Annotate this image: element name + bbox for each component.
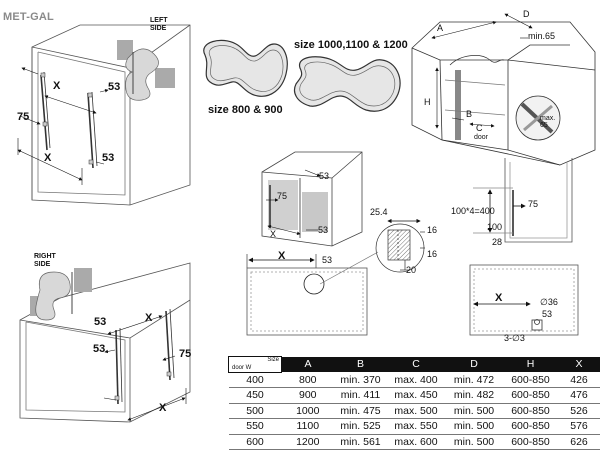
column-header-c: C (387, 357, 445, 373)
cell-c: max. 550 (387, 419, 445, 435)
dim-h-label: H (424, 98, 431, 107)
dim-x-label: X (278, 251, 285, 262)
table-row: 600 1200 min. 561 max. 600 min. 500 600-… (229, 434, 600, 450)
dim-x-label: X (53, 81, 60, 92)
dim-53-label: 53 (319, 172, 329, 181)
table-row: 500 1000 min. 475 max. 500 min. 500 600-… (229, 403, 600, 419)
dim-d36-label: ∅36 (540, 298, 558, 307)
cabinet-left-drawing (32, 25, 190, 205)
cell-door: 500 (229, 403, 282, 419)
shelf-small-drawing (204, 40, 288, 96)
table-row: 450 900 min. 411 max. 450 min. 482 600-8… (229, 388, 600, 404)
cell-x: 576 (558, 419, 600, 435)
cell-c: max. 500 (387, 403, 445, 419)
column-header-b: B (334, 357, 387, 373)
cell-door: 400 (229, 372, 282, 388)
column-header-h: H (503, 357, 558, 373)
column-header-x: X (558, 357, 600, 373)
cell-d: min. 500 (445, 419, 503, 435)
cell-d: min. 472 (445, 372, 503, 388)
dim-100-label: 100 (487, 223, 502, 232)
cell-c: max. 450 (387, 388, 445, 404)
dim-3d3-label: 3-∅3 (504, 334, 525, 343)
dim-53-label: 53 (93, 344, 105, 355)
cell-x: 426 (558, 372, 600, 388)
plan-bottom-drawing (470, 265, 578, 335)
dim-25-4-label: 25.4 (370, 208, 388, 217)
cell-d: min. 482 (445, 388, 503, 404)
cell-b: min. 561 (334, 434, 387, 450)
cell-door: 600 (229, 434, 282, 450)
size-small-label: size 800 & 900 (208, 105, 283, 116)
brand-logo: MET-GAL (3, 11, 54, 23)
dim-53-label: 53 (102, 153, 114, 164)
corner-cabinet-drawing (412, 22, 595, 165)
cell-door: 450 (229, 388, 282, 404)
table-header-row: Size door W A B C D H X (229, 357, 600, 373)
dim-53-label: 53 (318, 226, 328, 235)
table-row: 400 800 min. 370 max. 400 min. 472 600-8… (229, 372, 600, 388)
cell-b: min. 411 (334, 388, 387, 404)
dim-75-label: 75 (179, 349, 191, 360)
left-side-label: LEFT SIDE (150, 17, 168, 33)
corner-door-label: door W (232, 365, 251, 371)
cell-a: 1100 (282, 419, 335, 435)
dim-16-label: 16 (427, 226, 437, 235)
cell-a: 800 (282, 372, 335, 388)
dim-x-label: X (145, 313, 152, 324)
door-label: door (474, 134, 488, 141)
cell-h: 600-850 (503, 403, 558, 419)
column-header-a: A (282, 357, 335, 373)
cell-b: min. 370 (334, 372, 387, 388)
cell-x: 526 (558, 403, 600, 419)
cell-h: 600-850 (503, 372, 558, 388)
dim-b-label: B (466, 110, 472, 119)
cell-b: min. 525 (334, 419, 387, 435)
dim-d-label: D (523, 10, 530, 19)
cell-h: 600-850 (503, 434, 558, 450)
max65-label: max. 65 (540, 115, 555, 129)
cell-a: 1000 (282, 403, 335, 419)
corner-size-label: Size (267, 357, 279, 363)
dim-53-label: 53 (94, 317, 106, 328)
shelf-large-drawing (295, 57, 400, 111)
dim-x-label: X (159, 403, 166, 414)
dim-53-label: 53 (108, 82, 120, 93)
dim-20-label: 20 (406, 266, 416, 275)
dim-a-label: A (437, 24, 443, 33)
cell-a: 900 (282, 388, 335, 404)
dim-100x4-label: 100*4=400 (451, 207, 495, 216)
size-large-label: size 1000,1100 & 1200 (294, 40, 408, 51)
dim-c-label: C (476, 124, 483, 133)
dim-x-label: X (270, 230, 276, 239)
dim-75-label: 75 (277, 192, 287, 201)
cell-c: max. 600 (387, 434, 445, 450)
size-spec-table: Size door W A B C D H X 400 800 min. 370… (228, 356, 600, 450)
dim-53-label: 53 (542, 310, 552, 319)
table-corner-cell: Size door W (229, 357, 282, 373)
dim-53-label: 53 (322, 256, 332, 265)
cell-h: 600-850 (503, 388, 558, 404)
dim-16-label: 16 (427, 250, 437, 259)
cell-x: 476 (558, 388, 600, 404)
right-side-label: RIGHT SIDE (34, 253, 56, 269)
cell-a: 1200 (282, 434, 335, 450)
dim-x-label: X (495, 293, 502, 304)
cell-door: 550 (229, 419, 282, 435)
dim-75-label: 75 (17, 112, 29, 123)
table-row: 550 1100 min. 525 max. 550 min. 500 600-… (229, 419, 600, 435)
plan-view-drawing (247, 254, 367, 335)
cell-h: 600-850 (503, 419, 558, 435)
cell-d: min. 500 (445, 403, 503, 419)
column-header-d: D (445, 357, 503, 373)
cell-b: min. 475 (334, 403, 387, 419)
dim-x-label: X (44, 153, 51, 164)
min65-label: min.65 (528, 32, 555, 41)
cell-d: min. 500 (445, 434, 503, 450)
dim-75-label: 75 (528, 200, 538, 209)
cell-x: 626 (558, 434, 600, 450)
dim-28-label: 28 (492, 238, 502, 247)
cell-c: max. 400 (387, 372, 445, 388)
